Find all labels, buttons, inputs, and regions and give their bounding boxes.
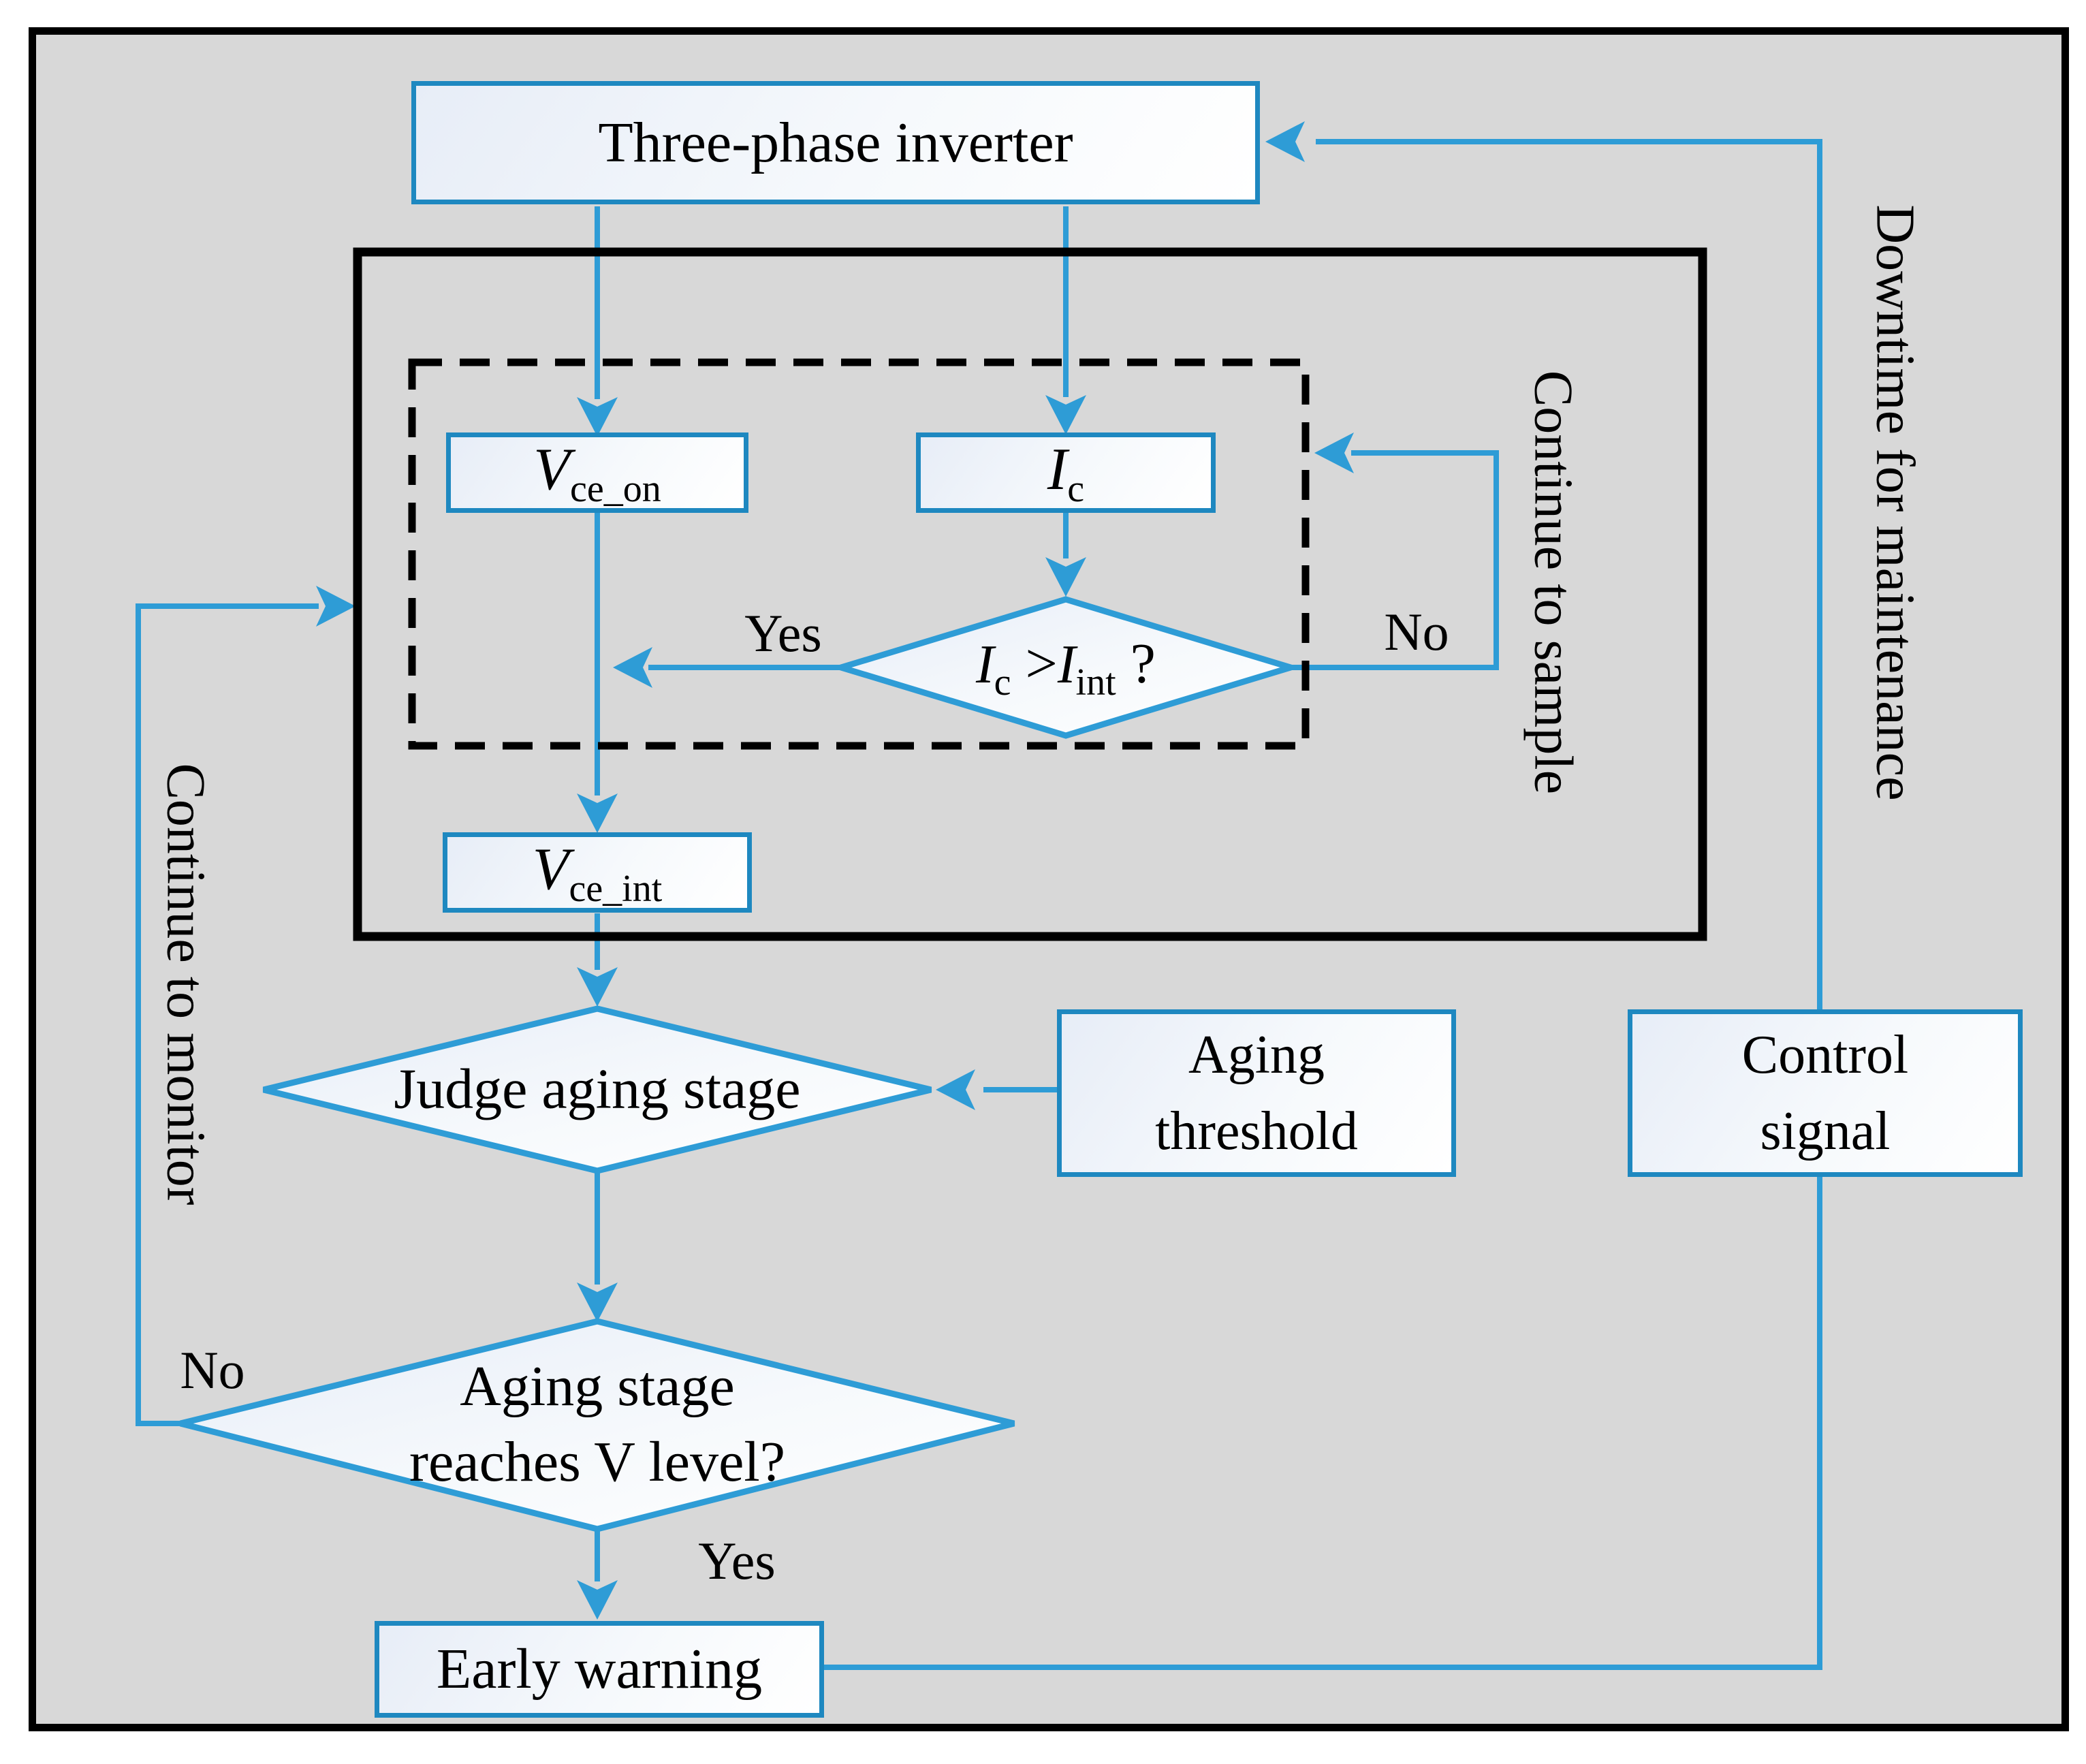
node-three-phase-inverter: Three-phase inverter [411, 81, 1260, 204]
node-early-warning: Early warning [375, 1621, 824, 1718]
node-label: Three-phase inverter [598, 110, 1073, 174]
node-label: Aging threshold [1155, 1025, 1358, 1161]
annotation-continue-to-monitor: Continue to monitor [155, 763, 216, 1206]
node-control-signal: Control signal [1628, 1009, 2023, 1177]
decision-ic-threshold [830, 596, 1301, 739]
edge-label-yes: Yes [744, 603, 822, 663]
arrowhead-right-icon [316, 586, 355, 627]
node-label: Vce_on [533, 436, 661, 510]
arrowhead-left-icon [1314, 432, 1354, 473]
node-label: Control signal [1741, 1025, 1909, 1161]
node-label: Early warning [436, 1637, 763, 1701]
arrowhead-left-icon [1265, 121, 1305, 162]
decision-label-reach-level: Aging stage reaches V level? [409, 1355, 785, 1494]
edge-warning-control-inverter [824, 139, 1822, 1670]
arrowhead-down-icon [1045, 557, 1086, 597]
node-label: Vce_int [532, 836, 663, 910]
node-vce-on: Vce_on [446, 432, 748, 513]
decision-label-ic-threshold: Ic >Iint ? [976, 632, 1156, 704]
edge-reach-no-loop [136, 603, 319, 1426]
node-ic: Ic [916, 432, 1216, 513]
node-vce-int: Vce_int [443, 832, 752, 913]
annotation-downtime-for-maintenance: Downtime for maintenance [1865, 204, 1925, 801]
edge-label-yes: Yes [698, 1531, 776, 1590]
node-aging-threshold: Aging threshold [1057, 1009, 1456, 1177]
monitoring-group-frame [353, 247, 1707, 941]
arrowhead-down-icon [577, 1580, 618, 1620]
arrowhead-down-icon [577, 1282, 618, 1322]
edge-label-no: No [180, 1340, 245, 1400]
decision-judge-aging-stage [262, 1005, 932, 1174]
decision-label-judge: Judge aging stage [394, 1057, 801, 1121]
node-label: Ic [1047, 436, 1085, 510]
arrowhead-down-icon [577, 397, 618, 437]
sampling-group-frame-dashed [408, 358, 1310, 750]
arrowhead-down-icon [577, 967, 618, 1007]
decision-reach-v-level [179, 1318, 1015, 1532]
edge-label-no: No [1384, 602, 1449, 661]
arrowhead-down-icon [577, 793, 618, 833]
edge-decision-no-loop [1289, 450, 1499, 670]
arrowhead-down-icon [1045, 395, 1086, 435]
arrowhead-left-icon [936, 1069, 975, 1110]
annotation-continue-to-sample: Continue to sample [1523, 370, 1583, 795]
arrowhead-left-icon [613, 647, 652, 688]
